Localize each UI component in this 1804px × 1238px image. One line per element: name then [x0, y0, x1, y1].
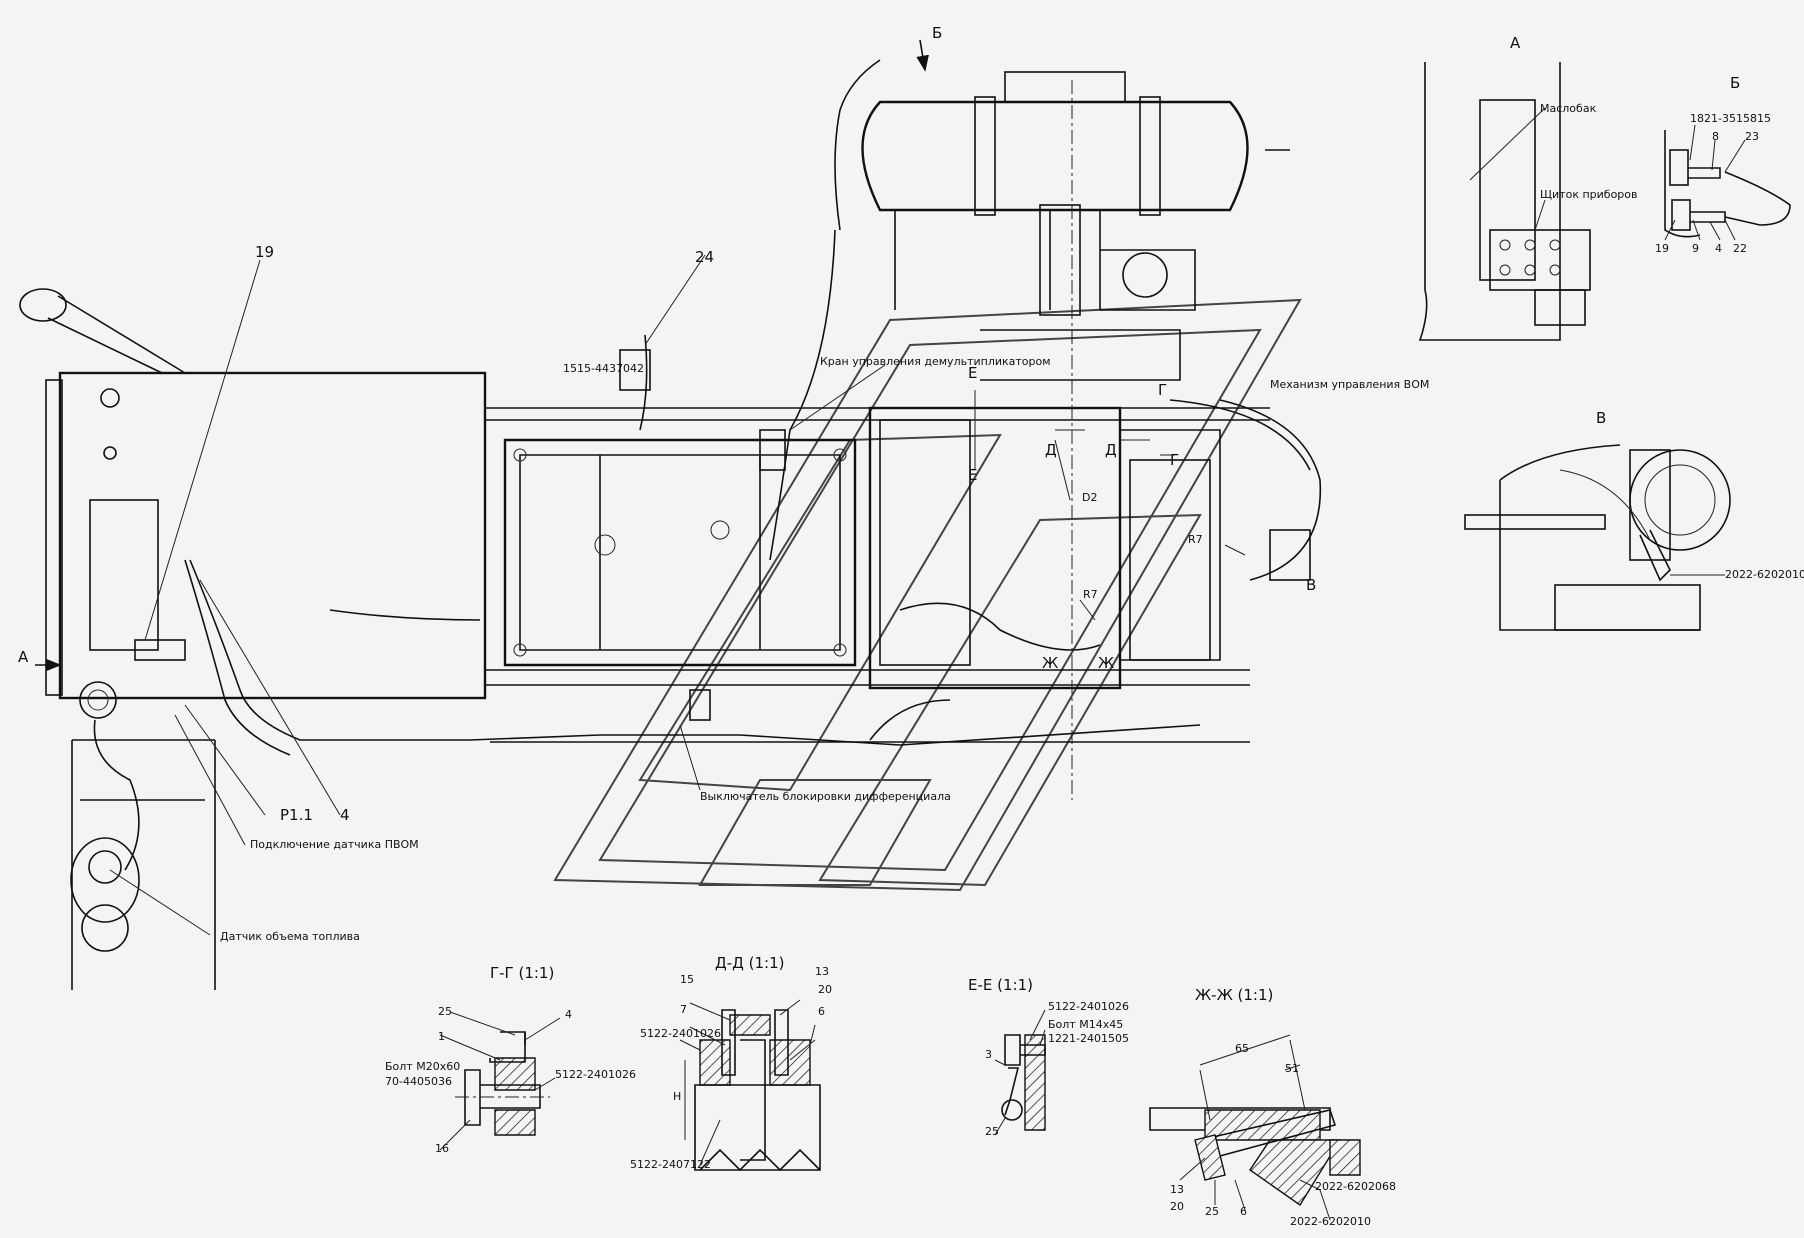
section-d-20: 20 — [818, 983, 832, 996]
callout-vykl: Выключатель блокировки дифференциала — [700, 790, 951, 803]
section-d-6: 6 — [818, 1005, 825, 1018]
callout-p-ref: Р1.1 — [280, 806, 313, 824]
callout-part-1515: 1515-4437042 — [563, 362, 644, 375]
callout-4: 4 — [340, 806, 350, 824]
callout-r7a: R7 — [1188, 533, 1203, 546]
callout-d2: D2 — [1082, 491, 1097, 504]
marker-v: В — [1306, 576, 1316, 594]
view-b-23: 23 — [1745, 130, 1759, 143]
section-d — [679, 999, 821, 1172]
marker-b-top: Б — [932, 24, 942, 42]
section-zh — [1149, 1034, 1361, 1221]
marker-d1: Д — [1045, 441, 1057, 459]
section-d-part2: 5122-2407122 — [630, 1158, 711, 1171]
section-zh-part2: 2022-6202010 — [1290, 1215, 1371, 1228]
section-g-bolt-part: 70-4405036 — [385, 1075, 452, 1088]
section-g-bolt: Болт М20х60 — [385, 1060, 460, 1073]
section-zh-25: 25 — [1205, 1205, 1219, 1218]
marker-zh1: Ж — [1042, 654, 1058, 672]
callout-datchik: Датчик объема топлива — [220, 930, 360, 943]
section-d-dim-h: Н — [673, 1090, 681, 1103]
marker-g1: Г — [1158, 381, 1167, 399]
section-zh-part1: 2022-6202068 — [1315, 1180, 1396, 1193]
view-b-22: 22 — [1733, 242, 1747, 255]
marker-g2: Г — [1170, 451, 1179, 469]
callout-kran: Кран управления демультипликатором — [820, 355, 1051, 368]
marker-e2: Е — [968, 466, 977, 484]
section-d-7: 7 — [680, 1003, 687, 1016]
section-g-4: 4 — [565, 1008, 572, 1021]
section-e-bolt: Болт М14х45 — [1048, 1018, 1123, 1031]
view-a-shchitok: Щиток приборов — [1540, 188, 1638, 201]
view-a-title: А — [1510, 34, 1521, 52]
callout-24: 24 — [695, 248, 714, 266]
section-g-16: 16 — [435, 1142, 449, 1155]
section-zh-dim1: 65 — [1235, 1042, 1249, 1055]
section-e-title: Е-Е (1:1) — [968, 976, 1033, 994]
section-g-title: Г-Г (1:1) — [490, 964, 554, 982]
marker-a-arrow: А — [18, 648, 29, 666]
callout-19: 19 — [255, 243, 274, 261]
section-d-title: Д-Д (1:1) — [715, 954, 784, 972]
view-v-part: 2022-6202010 — [1725, 568, 1804, 581]
section-g — [439, 1011, 561, 1151]
view-b — [1664, 124, 1791, 241]
view-b-8: 8 — [1712, 130, 1719, 143]
view-b-19: 19 — [1655, 242, 1669, 255]
section-d-part1: 5122-2401026 — [640, 1027, 721, 1040]
section-d-15: 15 — [680, 973, 694, 986]
marker-d2: Д — [1105, 441, 1117, 459]
section-g-25: 25 — [438, 1005, 452, 1018]
marker-e1: Е — [968, 364, 977, 382]
section-zh-13: 13 — [1170, 1183, 1184, 1196]
view-b-9: 9 — [1692, 242, 1699, 255]
section-e-part: 5122-2401026 — [1048, 1000, 1129, 1013]
section-e-25: 25 — [985, 1125, 999, 1138]
section-d-13: 13 — [815, 965, 829, 978]
section-g-part: 5122-2401026 — [555, 1068, 636, 1081]
callout-r7b: R7 — [1083, 588, 1098, 601]
view-v — [1464, 444, 1731, 631]
section-zh-6: 6 — [1240, 1205, 1247, 1218]
view-b-part: 1821-3515815 — [1690, 112, 1771, 125]
section-zh-dim2: 51 — [1285, 1062, 1299, 1075]
main-view — [19, 39, 1322, 990]
section-zh-20: 20 — [1170, 1200, 1184, 1213]
view-a — [1418, 62, 1591, 341]
callout-mehanizm: Механизм управления ВОМ — [1270, 378, 1429, 391]
section-g-1: 1 — [438, 1030, 445, 1043]
section-e-3: 3 — [985, 1048, 992, 1061]
section-e-bolt-part: 1221-2401505 — [1048, 1032, 1129, 1045]
callout-podkl: Подключение датчика ПВОМ — [250, 838, 419, 851]
view-v-title: В — [1596, 409, 1606, 427]
view-b-title: Б — [1730, 74, 1740, 92]
section-e — [994, 1009, 1046, 1136]
marker-zh2: Ж — [1098, 654, 1114, 672]
view-b-4: 4 — [1715, 242, 1722, 255]
section-zh-title: Ж-Ж (1:1) — [1195, 986, 1273, 1004]
view-a-maslobak: Маслобак — [1540, 102, 1597, 115]
